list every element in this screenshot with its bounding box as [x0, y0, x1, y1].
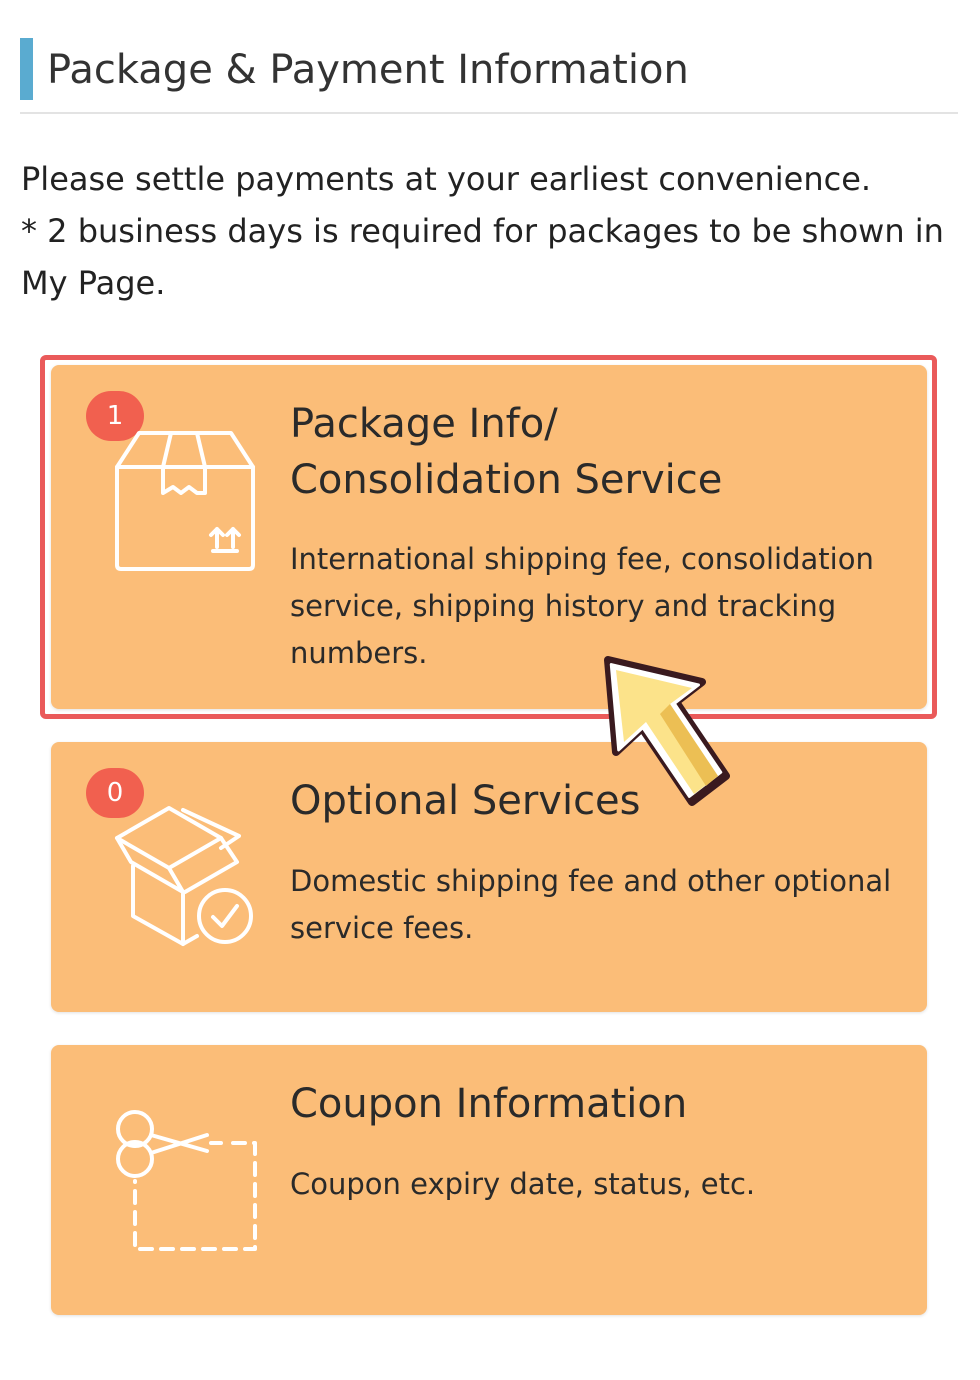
- open-box-check-icon: [115, 806, 253, 946]
- coupon-info-description: Coupon expiry date, status, etc.: [290, 1167, 756, 1201]
- intro-text: Please settle payments at your earliest …: [21, 153, 961, 309]
- package-count-badge: 1: [86, 391, 144, 441]
- package-info-title-line-1: Package Info/: [290, 401, 558, 447]
- package-info-description: International shipping fee, consolidatio…: [290, 542, 874, 670]
- intro-line-1: Please settle payments at your earliest …: [21, 160, 872, 198]
- coupon-scissors-icon: [116, 1110, 257, 1251]
- coupon-info-card[interactable]: Coupon Information Coupon expiry date, s…: [51, 1045, 927, 1315]
- optional-services-count-badge: 0: [86, 768, 144, 818]
- section-accent-bar: [20, 38, 33, 100]
- optional-services-card[interactable]: 0 Optional Services Domestic shipping fe…: [51, 742, 927, 1012]
- optional-services-title: Optional Services: [290, 778, 641, 824]
- section-header: Package & Payment Information: [20, 38, 958, 114]
- section-title: Package & Payment Information: [47, 47, 689, 93]
- package-info-title: Package Info/ Consolidation Service: [290, 396, 722, 508]
- optional-services-description: Domestic shipping fee and other optional…: [290, 864, 892, 945]
- package-info-card[interactable]: 1 Package Info/ Consolidation Service In…: [51, 365, 927, 709]
- package-info-title-line-2: Consolidation Service: [290, 457, 723, 503]
- intro-line-2: * 2 business days is required for packag…: [21, 212, 944, 302]
- coupon-info-title: Coupon Information: [290, 1081, 688, 1127]
- package-box-icon: [115, 431, 255, 571]
